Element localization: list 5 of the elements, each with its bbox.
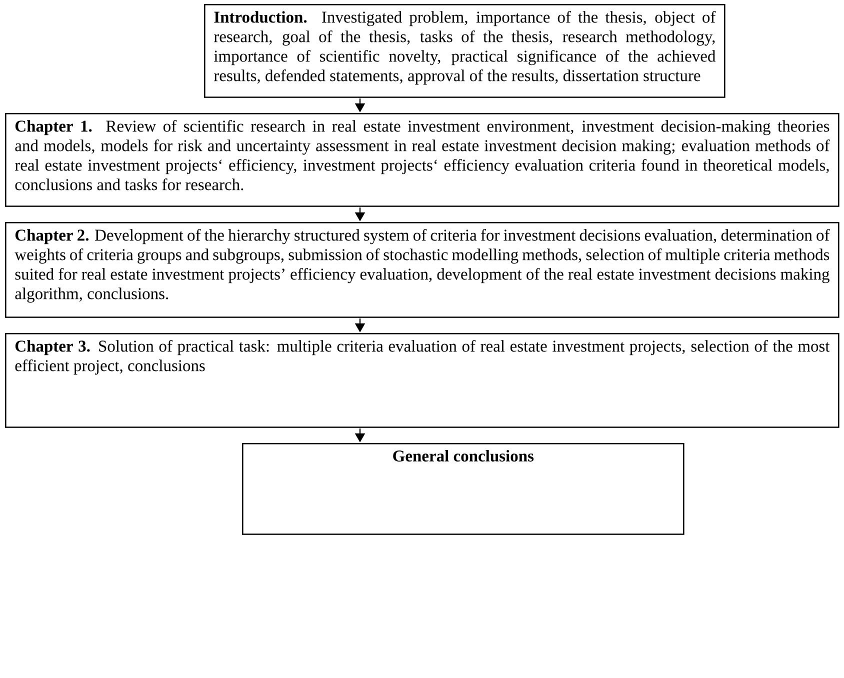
text-box: Introduction. Investigated problem, importance of the thesis, object of research, goal of the thesis, tasks of the thesis, research methodology, importance of scientific novelty, practical significance of the achieved results, defended statements, approval of the results, dissertation structure	[204, 4, 726, 98]
text-box: Chapter 2. Development of the hierarchy structured system of criteria for investment decisions evaluation, determination of weights of criteria groups and subgroups, submission of stochastic modelling methods, selection of multiple criteria methods suited for real estate investment projects’ efficiency evaluation, development of the real estate investment decisions making algorithm, conclusions.	[5, 222, 840, 318]
text-box: General conclusions	[242, 443, 684, 535]
text-box: Chapter 1. Review of scientific research in real estate investment environment, investment decision-making theories and models, models for risk and uncertainty assessment in real estate investment decision making; evaluation methods of real estate investment projects‘ efficiency, investment projects‘ efficiency evaluation criteria found in theoretical models, conclusions and tasks for research.	[5, 113, 840, 207]
text-box: Chapter 3. Solution of practical task: multiple criteria evaluation of real estate investment projects, selection of the most efficient project, conclusions	[5, 333, 840, 428]
